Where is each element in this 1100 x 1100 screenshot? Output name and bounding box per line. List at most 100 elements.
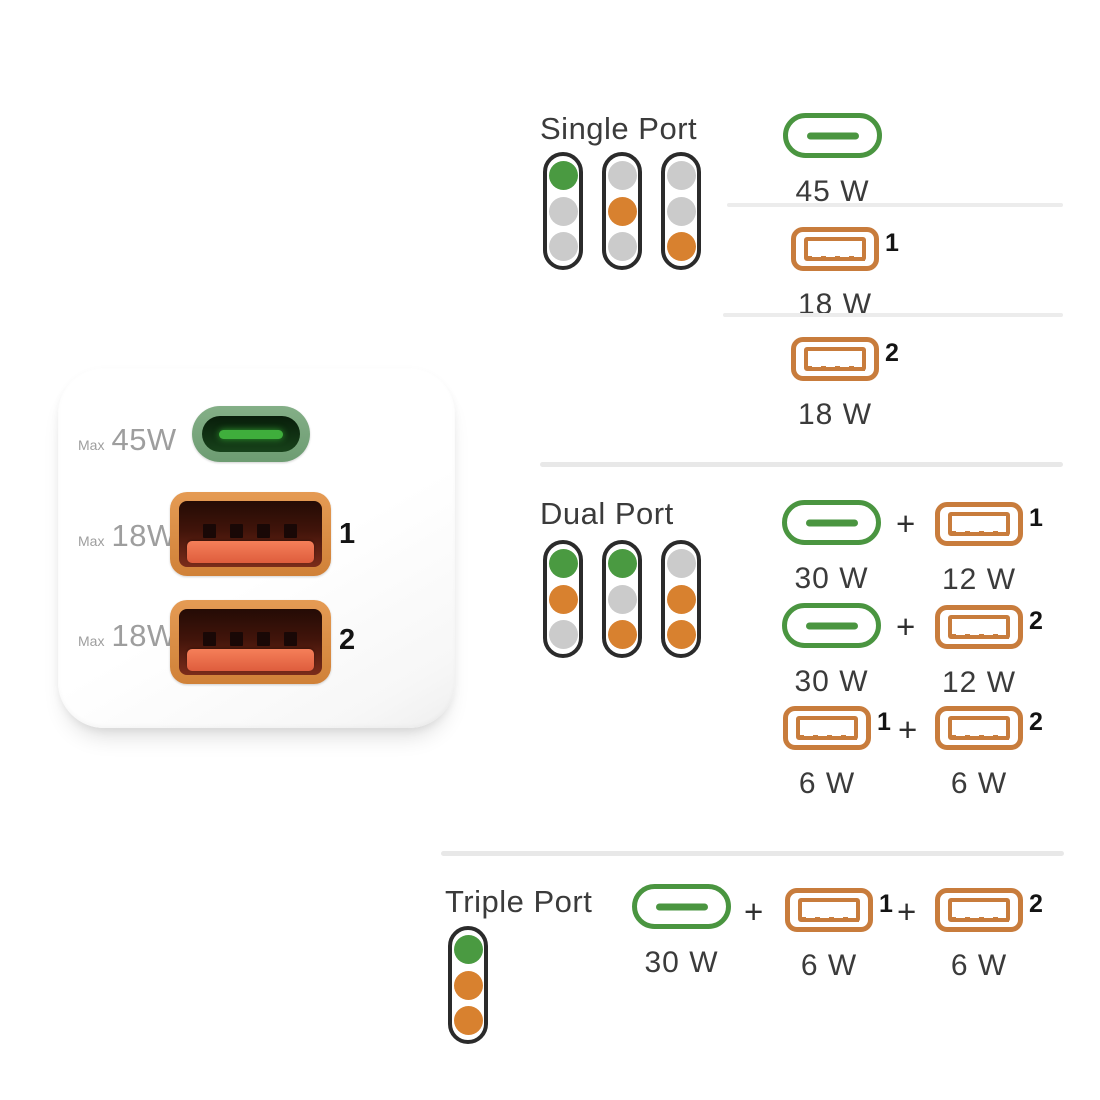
plus-sign: + xyxy=(897,893,917,930)
single-mode-usbc: 45 W xyxy=(783,113,882,209)
dual-row1-usbc: 30 W xyxy=(782,500,881,596)
single-mode-usba2: 2 18 W xyxy=(791,337,899,432)
port-number: 2 xyxy=(1029,890,1043,918)
port-state-dot xyxy=(666,232,696,261)
port-state-dot xyxy=(453,935,483,964)
wattage-label: 18 W xyxy=(797,398,873,431)
divider xyxy=(727,203,1063,207)
port-state-dot xyxy=(548,161,578,190)
section-divider xyxy=(540,462,1063,467)
charger-usba1-max-label: Max 18W xyxy=(78,518,177,554)
max-prefix: Max xyxy=(78,533,105,549)
wattage-label: 45 W xyxy=(795,175,870,208)
usb-a-port-icon xyxy=(791,227,879,271)
port-number: 1 xyxy=(877,708,891,736)
divider xyxy=(723,313,1063,317)
usba2-max-watt: 18W xyxy=(111,618,177,653)
usba1-port-cavity xyxy=(179,501,322,567)
usb-a-port-icon xyxy=(791,337,879,381)
dual-port-indicators xyxy=(543,540,701,658)
port-state-dot xyxy=(453,970,483,1000)
port-state-dot xyxy=(607,196,637,226)
usb-c-port-icon xyxy=(782,603,881,648)
charger-port1-number: 1 xyxy=(339,518,356,550)
port-indicator-pill xyxy=(448,926,488,1044)
usb-c-port-icon xyxy=(783,113,882,158)
port-indicator-pill xyxy=(602,152,642,270)
usba2-port-pins xyxy=(203,632,297,646)
port-indicator-pill xyxy=(661,540,701,658)
charger-usba2-port xyxy=(170,600,331,684)
charger-usbc-max-label: Max 45W xyxy=(78,422,177,458)
wattage-label: 30 W xyxy=(794,665,869,698)
triple-usba2: 2 6 W xyxy=(935,888,1043,983)
charger-usbc-port xyxy=(192,406,310,462)
dual-row2-usba2: 2 12 W xyxy=(935,605,1043,700)
port-state-dot xyxy=(453,1006,483,1035)
plus-sign: + xyxy=(898,711,918,748)
usba2-port-cavity xyxy=(179,609,322,675)
usb-a-port-icon xyxy=(785,888,873,932)
wattage-label: 6 W xyxy=(798,767,856,800)
port-state-dot xyxy=(666,196,696,226)
usbc-max-watt: 45W xyxy=(111,422,177,457)
port-indicator-pill xyxy=(543,540,583,658)
usba2-port-tongue xyxy=(187,649,314,671)
section-title-triple-port: Triple Port xyxy=(445,884,593,919)
wattage-label: 30 W xyxy=(794,562,869,595)
usbc-port-tongue xyxy=(219,429,283,439)
usba1-port-tongue xyxy=(187,541,314,563)
port-state-dot xyxy=(607,161,637,190)
port-indicator-pill xyxy=(661,152,701,270)
charger-port2-number: 2 xyxy=(339,624,356,656)
usb-c-port-icon xyxy=(782,500,881,545)
port-state-dot xyxy=(548,584,578,614)
usbc-port-cavity xyxy=(202,416,300,452)
port-state-dot xyxy=(607,584,637,614)
max-prefix: Max xyxy=(78,437,105,453)
usb-a-port-icon xyxy=(935,502,1023,546)
usb-a-port-icon xyxy=(935,605,1023,649)
wattage-label: 6 W xyxy=(950,767,1008,800)
charger-usba2-max-label: Max 18W xyxy=(78,618,177,654)
usb-c-port-icon xyxy=(632,884,731,929)
port-state-dot xyxy=(607,549,637,578)
single-port-indicators xyxy=(543,152,701,270)
port-number: 1 xyxy=(879,890,893,918)
usb-a-port-icon xyxy=(935,706,1023,750)
triple-usbc: 30 W xyxy=(632,884,731,980)
usba1-port-pins xyxy=(203,524,297,538)
wattage-label: 6 W xyxy=(950,949,1008,982)
wattage-label: 6 W xyxy=(800,949,858,982)
triple-usba1: 1 6 W xyxy=(785,888,893,983)
port-state-dot xyxy=(607,232,637,261)
section-divider xyxy=(441,851,1064,856)
plus-sign: + xyxy=(744,893,764,930)
single-mode-usba1: 1 18 W xyxy=(791,227,899,322)
port-number: 1 xyxy=(1029,504,1043,532)
port-state-dot xyxy=(666,620,696,649)
wattage-label: 12 W xyxy=(941,563,1017,596)
usb-a-port-icon xyxy=(783,706,871,750)
dual-row1-usba1: 1 12 W xyxy=(935,502,1043,597)
usb-a-port-icon xyxy=(935,888,1023,932)
port-indicator-pill xyxy=(543,152,583,270)
port-number: 2 xyxy=(885,339,899,367)
charger-usba1-port xyxy=(170,492,331,576)
wattage-label: 12 W xyxy=(941,666,1017,699)
port-state-dot xyxy=(548,549,578,578)
usba1-max-watt: 18W xyxy=(111,518,177,553)
dual-row3-usba1: 1 6 W xyxy=(783,706,891,801)
section-title-dual-port: Dual Port xyxy=(540,496,674,531)
port-indicator-pill xyxy=(602,540,642,658)
port-state-dot xyxy=(548,620,578,649)
plus-sign: + xyxy=(896,608,916,645)
triple-port-indicators xyxy=(448,926,488,1044)
plus-sign: + xyxy=(896,505,916,542)
charger-device: Max 45W Max 18W 1 Max 18W 2 xyxy=(58,368,455,728)
port-state-dot xyxy=(548,196,578,226)
port-number: 2 xyxy=(1029,708,1043,736)
max-prefix: Max xyxy=(78,633,105,649)
port-state-dot xyxy=(607,620,637,649)
